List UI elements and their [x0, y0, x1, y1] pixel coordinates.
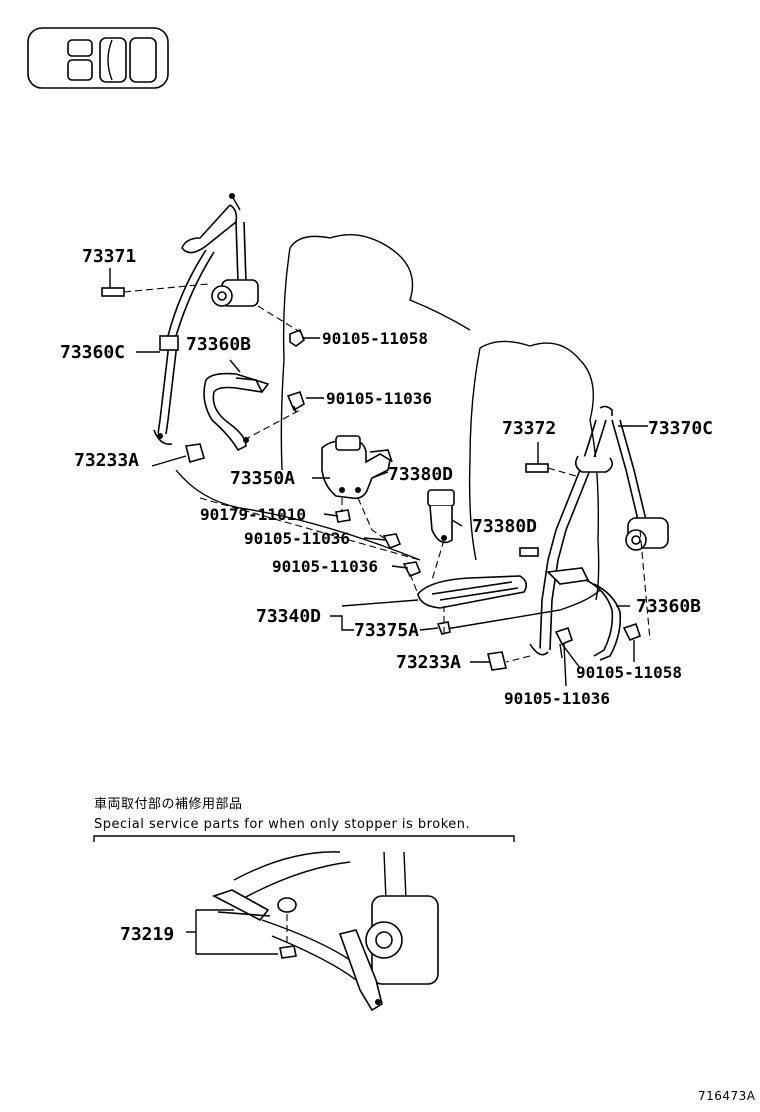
cover-73233a-left: [185, 443, 205, 463]
label-90105-11036-mid1: 90105-11036: [244, 529, 350, 548]
note-english: Special service parts for when only stop…: [94, 817, 470, 832]
label-90105-11036-bottom: 90105-11036: [504, 689, 610, 708]
leader-lines: [109, 268, 651, 687]
part-labels: 73371 73360C 73360B 90105-11058 90105-11…: [60, 246, 713, 708]
center-buckle: [321, 435, 422, 578]
cover-73233a-right: [487, 651, 507, 671]
left-seat-belt: [153, 193, 259, 446]
label-73371: 73371: [82, 246, 136, 267]
bolt-icon: [554, 622, 641, 659]
label-73340d: 73340D: [256, 606, 321, 627]
stopper-detail: 73219: [120, 851, 439, 1012]
seat-layout-icon: [27, 27, 169, 89]
buckle-73380d: [427, 489, 455, 544]
clip-73371: [101, 287, 125, 297]
label-73219: 73219: [120, 924, 174, 945]
label-90179-11010: 90179-11010: [200, 505, 306, 524]
right-lap-belt: [546, 567, 622, 661]
seat-outline: [175, 233, 601, 631]
label-73372: 73372: [502, 418, 556, 439]
label-73380d-b: 73380D: [472, 516, 537, 537]
label-73360b-left: 73360B: [186, 334, 251, 355]
label-90105-11058-bottom: 90105-11058: [576, 663, 682, 682]
label-90105-11058-top: 90105-11058: [322, 329, 428, 348]
note-japanese: 車両取付部の補修用部品: [94, 797, 243, 812]
clip-73372: [525, 463, 549, 473]
left-lap-belt: [203, 372, 270, 452]
label-73233a-right: 73233A: [396, 652, 461, 673]
label-73360c: 73360C: [60, 342, 125, 363]
label-73380d-a: 73380D: [388, 464, 453, 485]
service-note: 車両取付部の補修用部品 Special service parts for wh…: [93, 797, 515, 842]
label-73375a: 73375A: [354, 620, 419, 641]
label-90105-11036-mid2: 90105-11036: [272, 557, 378, 576]
label-73350a: 73350A: [230, 468, 295, 489]
label-73370c: 73370C: [648, 418, 713, 439]
figure-id: 716473A: [698, 1089, 756, 1103]
label-90105-11036-top: 90105-11036: [326, 389, 432, 408]
bolt-icon: [286, 328, 305, 413]
label-73360b-right: 73360B: [636, 596, 701, 617]
label-73233a-left: 73233A: [74, 450, 139, 471]
